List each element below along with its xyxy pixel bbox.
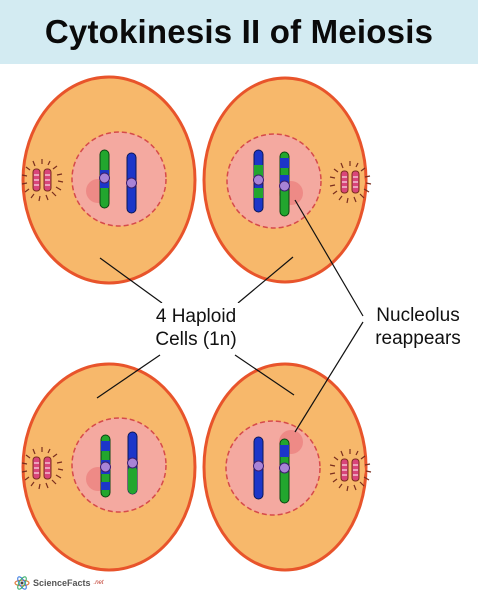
haploid-label-line2: Cells (1n) — [155, 329, 237, 350]
cell-top-left — [22, 75, 197, 285]
sciencefacts-watermark: ScienceFacts.net — [14, 575, 104, 591]
chromosome — [100, 434, 111, 498]
nucleus — [71, 417, 167, 513]
watermark-brand: ScienceFacts — [33, 578, 91, 588]
watermark-suffix: .net — [93, 580, 104, 586]
cell-bottom-left — [22, 362, 197, 572]
diagram-title: Cytokinesis II of Meiosis — [44, 13, 434, 50]
chromosome — [99, 149, 110, 209]
nucleolus-reappears-label: Nucleolus reappears — [366, 302, 470, 352]
cell-top-right — [202, 76, 371, 284]
chromosome — [253, 149, 264, 213]
haploid-cells-label: 4 Haploid Cells (1n) — [136, 303, 256, 353]
chromosome — [253, 436, 264, 500]
haploid-label-line1: 4 Haploid — [155, 306, 237, 327]
chromosome — [126, 152, 137, 214]
nucleus — [226, 133, 322, 229]
nucleus — [71, 131, 167, 227]
cell-bottom-right — [202, 362, 371, 572]
chromosome — [279, 438, 290, 504]
pointer-lines — [96, 199, 364, 433]
nucleolus-label-line1: Nucleolus — [376, 305, 460, 326]
chromosome — [279, 151, 290, 217]
nucleus — [225, 420, 321, 516]
chromosome — [127, 431, 138, 495]
nucleolus-label-line2: reappears — [375, 328, 461, 349]
atom-logo-icon — [14, 576, 30, 590]
title-bar: Cytokinesis II of Meiosis — [0, 0, 478, 64]
